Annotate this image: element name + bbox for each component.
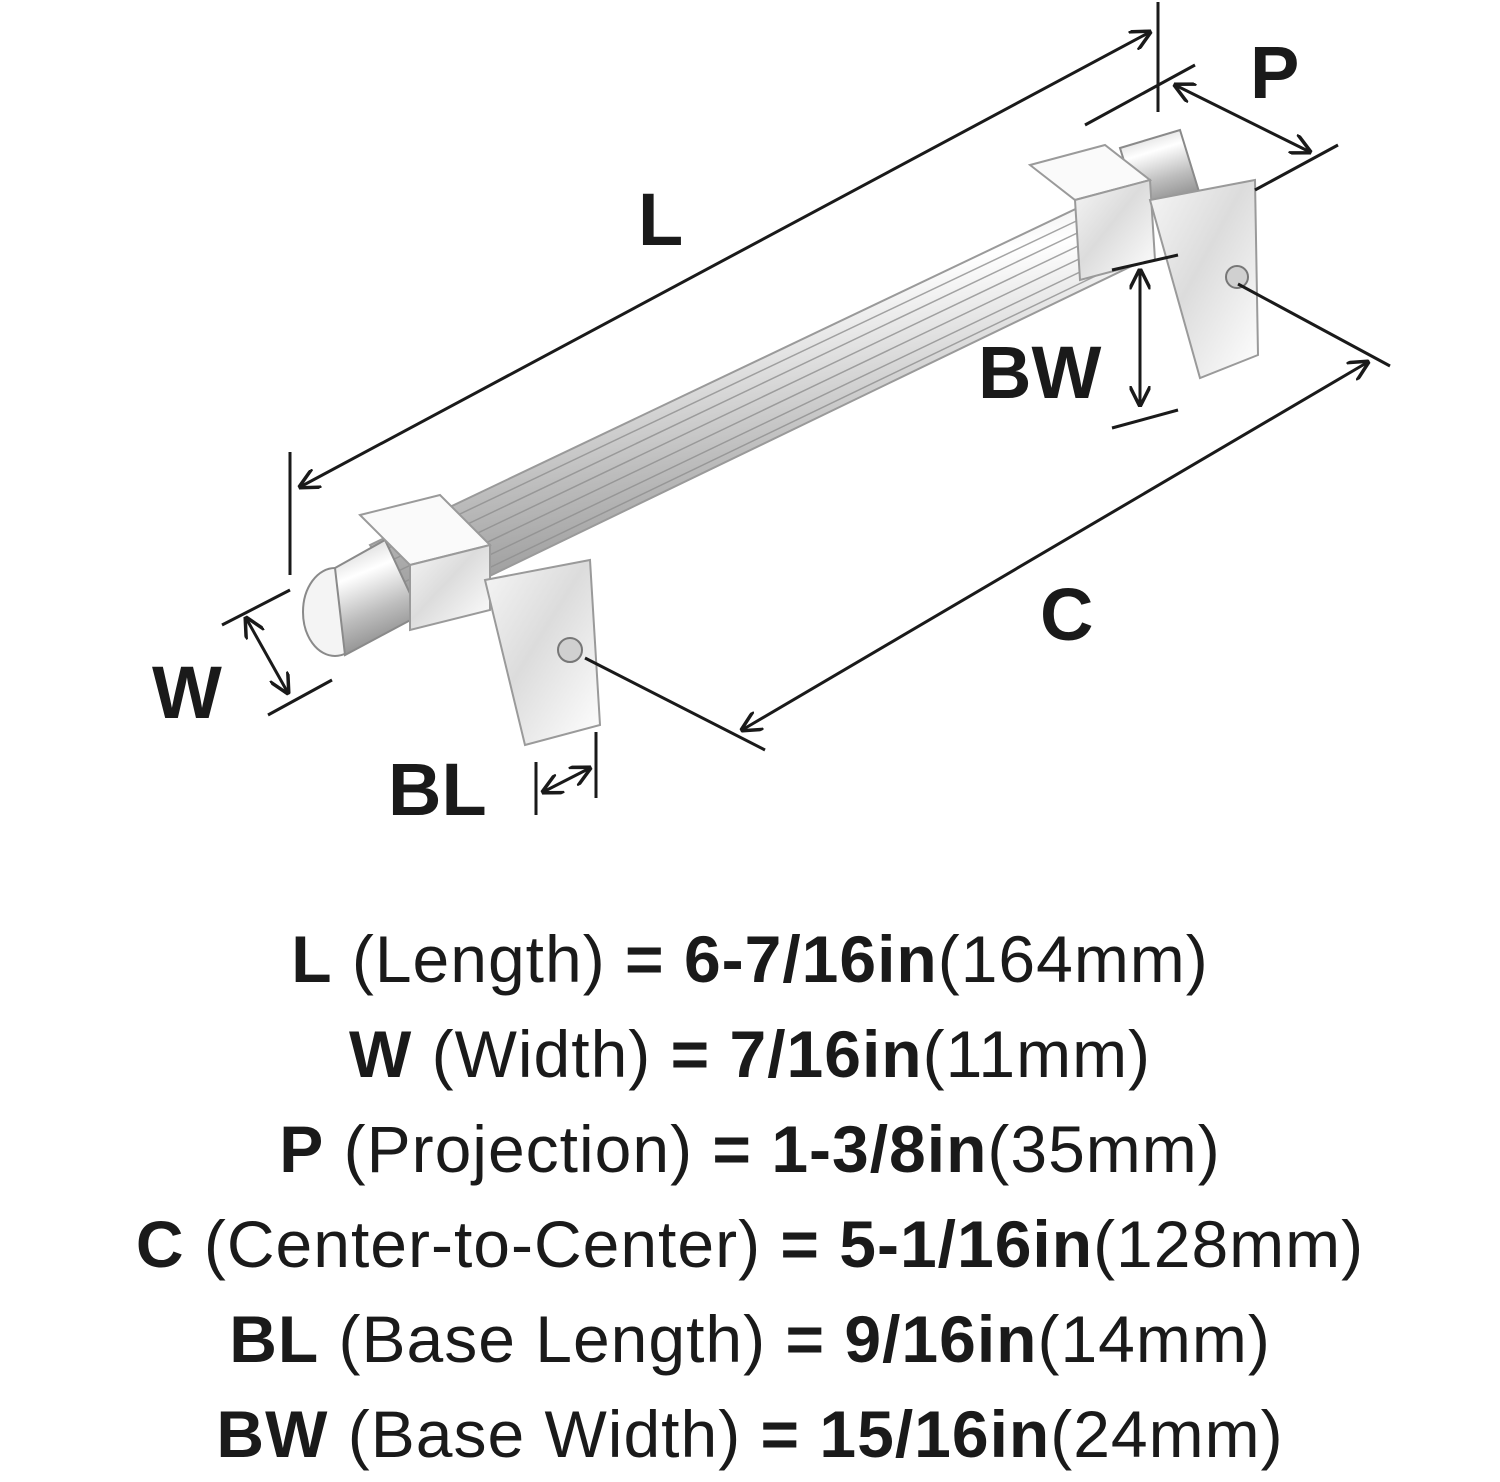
dimension-spec-list: L (Length) = 6-7/16in(164mm) W (Width) =… <box>0 912 1500 1482</box>
spec-mm-value: (14mm) <box>1037 1302 1271 1376</box>
spec-description: (Projection) <box>343 1112 694 1186</box>
dimension-diagram: L P BW C W BL <box>152 2 1391 831</box>
spec-key: C <box>135 1207 185 1281</box>
spec-inch-value: 9/16in <box>844 1302 1038 1376</box>
label-L: L <box>638 178 683 261</box>
spec-width: W (Width) = 7/16in(11mm) <box>0 1007 1500 1102</box>
spec-description: (Width) <box>431 1017 652 1091</box>
label-BL: BL <box>388 748 487 831</box>
spec-mm-value: (11mm) <box>922 1017 1152 1091</box>
spec-equals: = <box>670 1017 711 1091</box>
spec-key: L <box>291 922 333 996</box>
spec-description: (Base Width) <box>347 1397 742 1471</box>
spec-equals: = <box>760 1397 801 1471</box>
spec-inch-value: 1-3/8in <box>771 1112 988 1186</box>
pull-handle-image <box>302 128 1260 747</box>
spec-key: W <box>348 1017 413 1091</box>
label-C: C <box>1040 573 1093 656</box>
spec-description: (Center-to-Center) <box>203 1207 762 1281</box>
spec-projection: P (Projection) = 1-3/8in(35mm) <box>0 1102 1500 1197</box>
spec-mm-value: (128mm) <box>1093 1207 1365 1281</box>
spec-inch-value: 7/16in <box>729 1017 923 1091</box>
spec-length: L (Length) = 6-7/16in(164mm) <box>0 912 1500 1007</box>
spec-equals: = <box>712 1112 752 1186</box>
spec-key: BW <box>216 1397 329 1471</box>
label-W: W <box>152 651 222 734</box>
spec-mm-value: (164mm) <box>937 922 1209 996</box>
label-BW: BW <box>978 331 1101 414</box>
spec-description: (Length) <box>351 922 606 996</box>
spec-mm-value: (35mm) <box>987 1112 1221 1186</box>
spec-inch-value: 15/16in <box>819 1397 1051 1471</box>
spec-base-width: BW (Base Width) = 15/16in(24mm) <box>0 1387 1500 1482</box>
spec-key: BL <box>229 1302 320 1376</box>
spec-equals: = <box>785 1302 826 1376</box>
spec-inch-value: 5-1/16in <box>839 1207 1094 1281</box>
spec-base-length: BL (Base Length) = 9/16in(14mm) <box>0 1292 1500 1387</box>
spec-center-to-center: C (Center-to-Center) = 5-1/16in(128mm) <box>0 1197 1500 1292</box>
dimension-lines <box>221 2 1391 815</box>
spec-description: (Base Length) <box>338 1302 767 1376</box>
spec-mm-value: (24mm) <box>1050 1397 1284 1471</box>
spec-equals: = <box>780 1207 820 1281</box>
spec-key: P <box>279 1112 325 1186</box>
label-P: P <box>1250 31 1299 114</box>
spec-equals: = <box>625 922 665 996</box>
spec-inch-value: 6-7/16in <box>683 922 938 996</box>
